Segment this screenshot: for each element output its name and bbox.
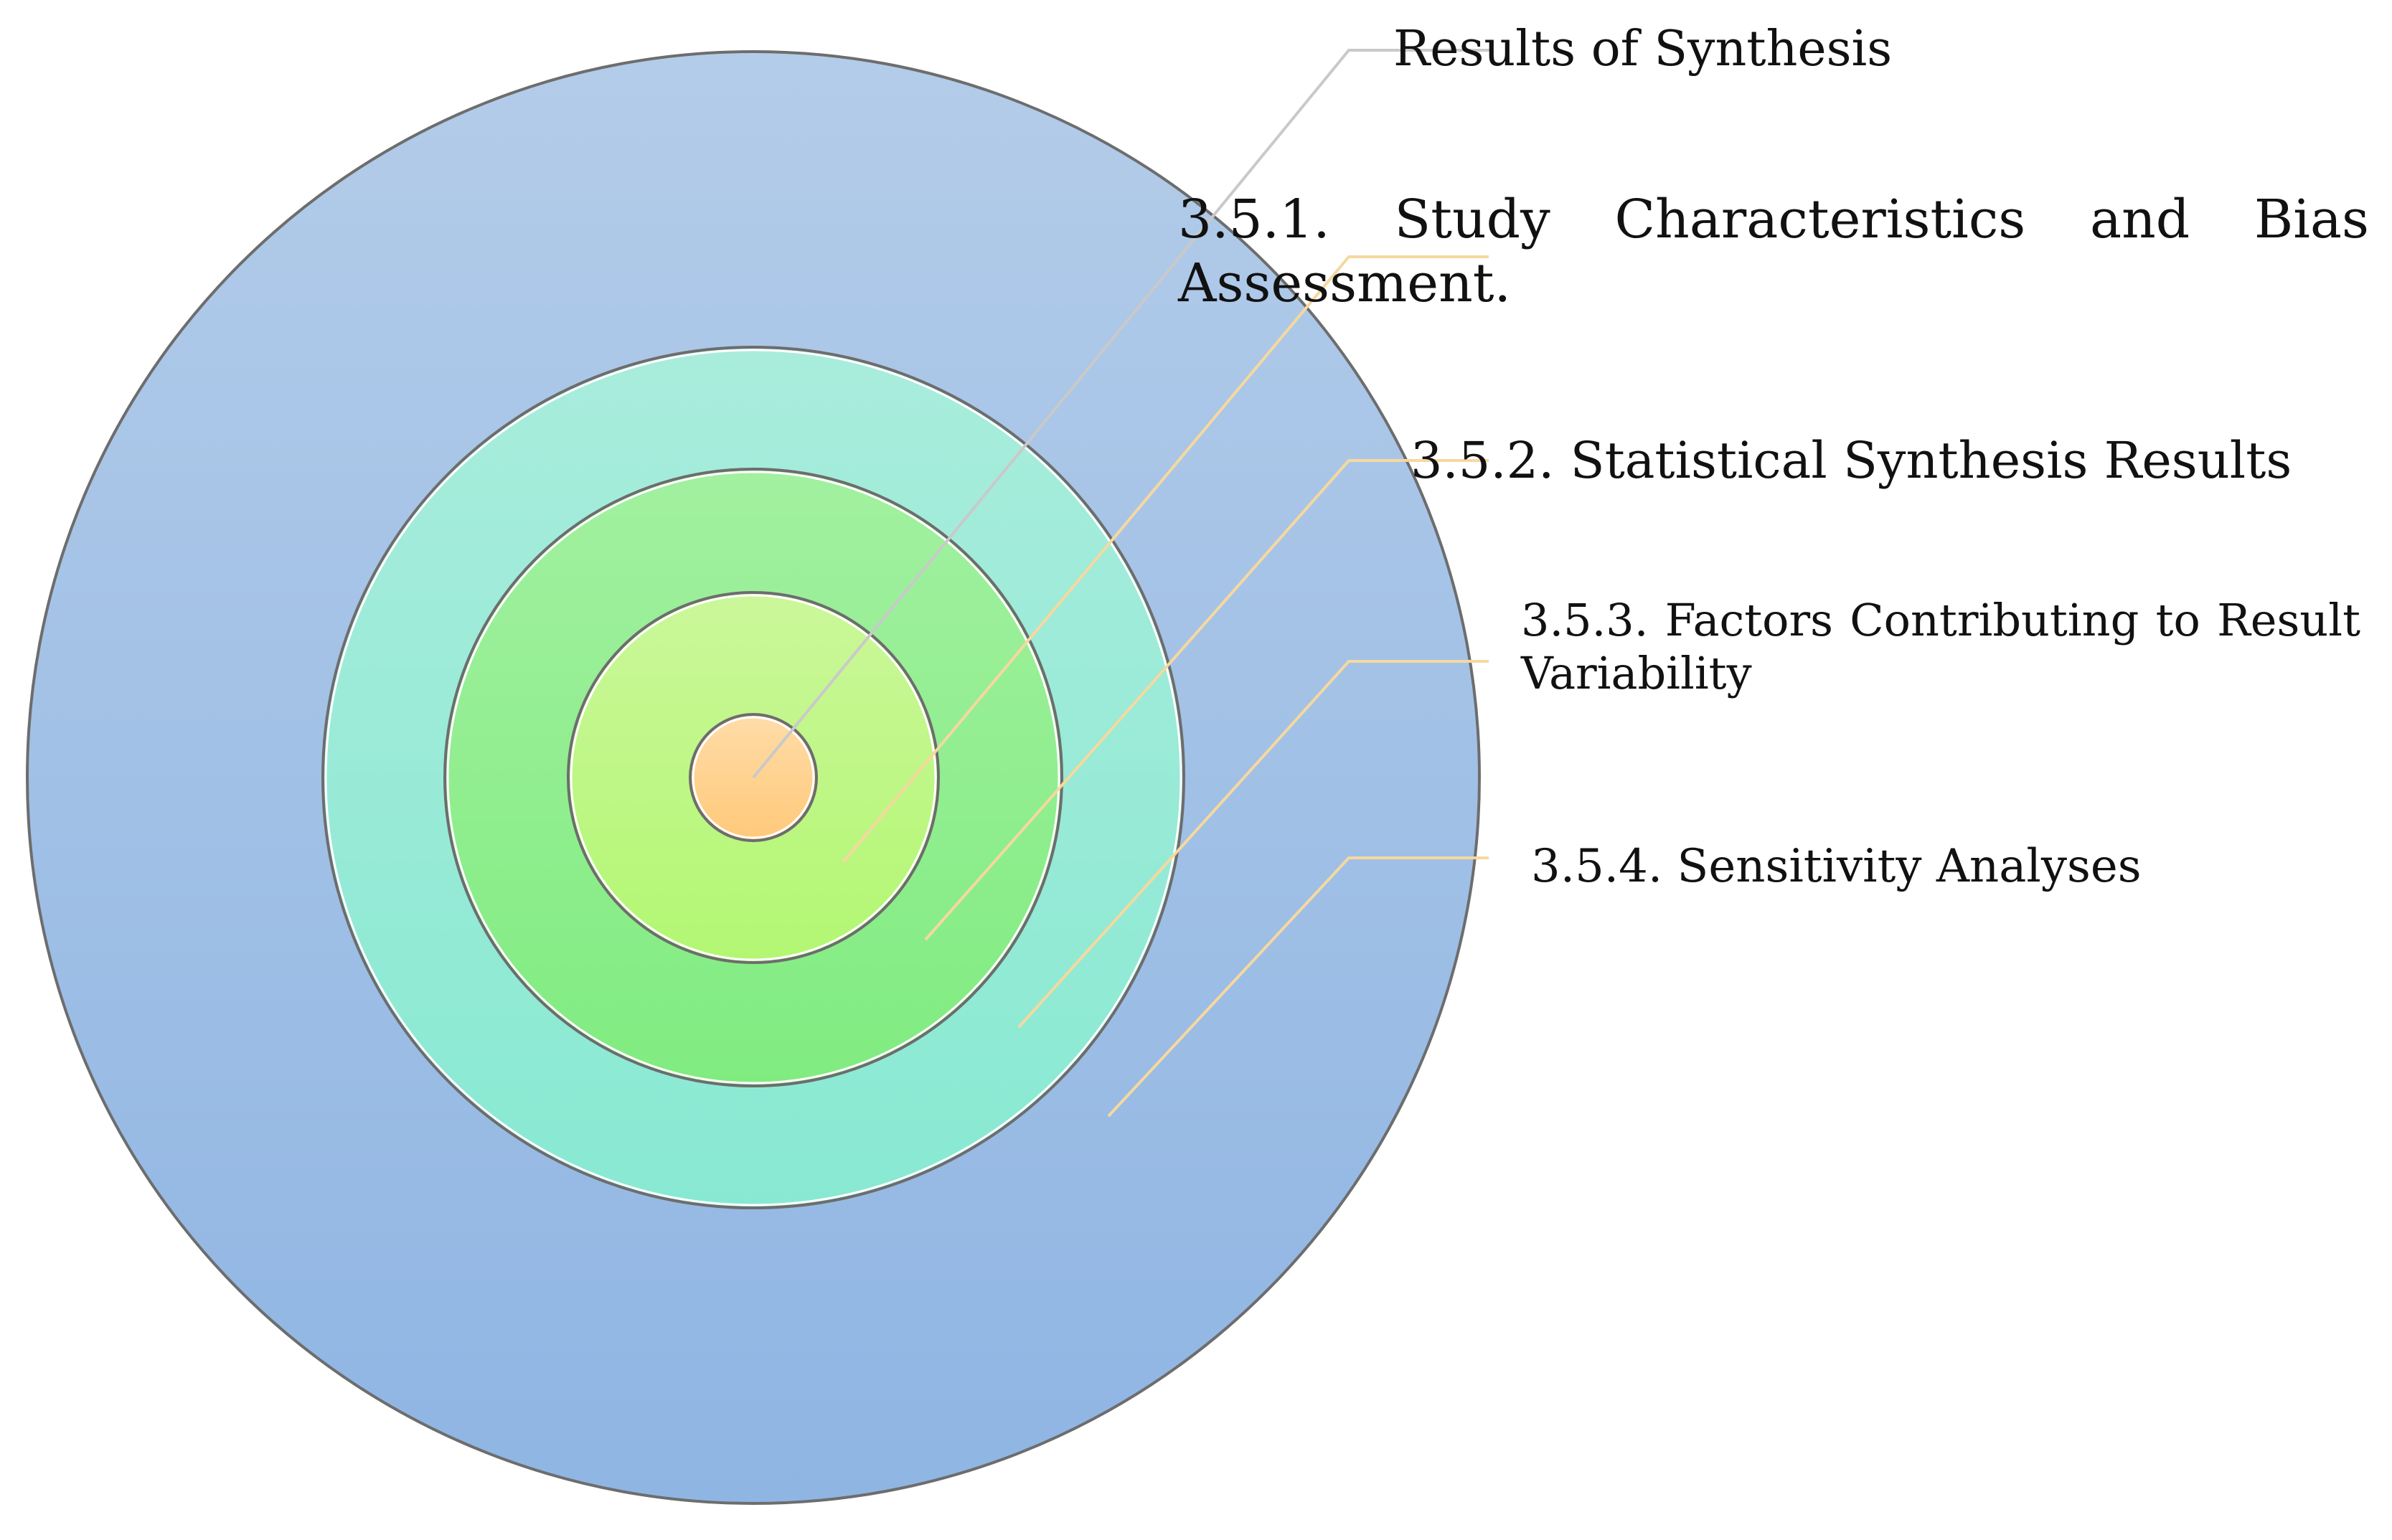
leader-line-3-5-4 (1107, 856, 1489, 1118)
label-3-5-1-study-characteristics: 3.5.1. Study Characteristics and Bias As… (1178, 189, 2369, 314)
ring-4-highlight (570, 594, 937, 961)
label-3-5-2-statistical-synthesis: 3.5.2. Statistical Synthesis Results (1411, 431, 2292, 490)
label-3-5-4-sensitivity-analyses: 3.5.4. Sensitivity Analyses (1531, 840, 2142, 893)
leader-line-results-of-synthesis (752, 49, 1492, 779)
ring-2-highlight (324, 349, 1182, 1206)
label-results-of-synthesis: Results of Synthesis (1393, 21, 1893, 77)
leader-line-3-5-1 (842, 255, 1489, 864)
leader-line-3-5-2 (924, 459, 1489, 941)
leader-line-3-5-3 (1017, 660, 1489, 1029)
core-highlight (692, 716, 815, 839)
label-3-5-3-factors-variability: 3.5.3. Factors Contributing to Result Va… (1521, 594, 2360, 700)
ring-3-highlight (446, 471, 1060, 1085)
